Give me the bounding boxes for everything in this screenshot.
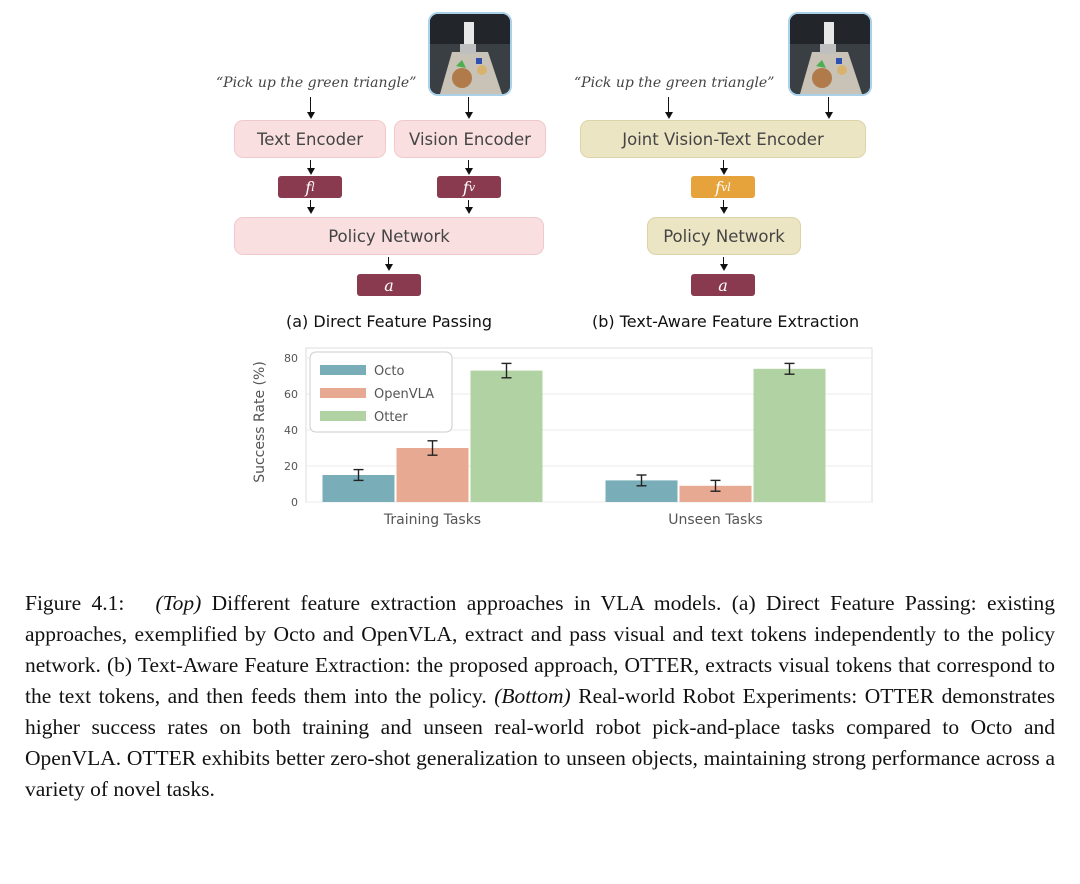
- y-tick-label: 60: [284, 388, 298, 401]
- bar-otter-0: [470, 370, 543, 502]
- y-axis-label: Success Rate (%): [252, 361, 268, 483]
- bar-openvla-1: [679, 485, 752, 502]
- policy-network-box-a: Policy Network: [234, 217, 544, 255]
- top-tag: (Top): [155, 591, 202, 615]
- legend-label: Octo: [374, 364, 404, 379]
- legend-swatch-octo: [320, 365, 366, 375]
- legend-label: OpenVLA: [374, 387, 434, 402]
- subfigure-caption-a: (a) Direct Feature Passing: [286, 312, 493, 331]
- text-encoder-box: Text Encoder: [234, 120, 386, 158]
- legend-swatch-otter: [320, 411, 366, 421]
- x-tick-label: Training Tasks: [383, 512, 481, 528]
- robot-camera-image-b: [788, 12, 872, 96]
- instruction-text-a: “Pick up the green triangle”: [216, 75, 417, 91]
- caption-part-1: Different feature extraction approaches …: [25, 591, 1056, 708]
- figure-label: Figure 4.1:: [25, 591, 125, 615]
- x-tick-label: Unseen Tasks: [668, 512, 762, 528]
- figure-caption: Figure 4.1: (Top) Different feature extr…: [25, 588, 1055, 805]
- instruction-text-b: “Pick up the green triangle”: [574, 75, 775, 91]
- bottom-tag: (Bottom): [494, 684, 571, 708]
- caption-part-2: Real-world Robot Experiments: OTTER demo…: [25, 684, 1056, 801]
- legend-swatch-openvla: [320, 388, 366, 398]
- y-tick-label: 0: [291, 496, 298, 509]
- y-tick-label: 80: [284, 352, 298, 365]
- policy-network-box-b: Policy Network: [647, 217, 801, 255]
- action-output-a: a: [357, 274, 421, 296]
- vision-encoder-box: Vision Encoder: [394, 120, 546, 158]
- joint-vision-text-encoder-box: Joint Vision-Text Encoder: [580, 120, 866, 158]
- bar-openvla-0: [396, 448, 469, 502]
- subfigure-caption-b: (b) Text-Aware Feature Extraction: [592, 312, 860, 331]
- bar-octo-1: [605, 480, 678, 502]
- legend-label: Otter: [374, 410, 408, 425]
- y-tick-label: 40: [284, 424, 298, 437]
- action-output-b: a: [691, 274, 755, 296]
- bar-otter-1: [753, 368, 826, 502]
- y-tick-label: 20: [284, 460, 298, 473]
- robot-camera-image-a: [428, 12, 512, 96]
